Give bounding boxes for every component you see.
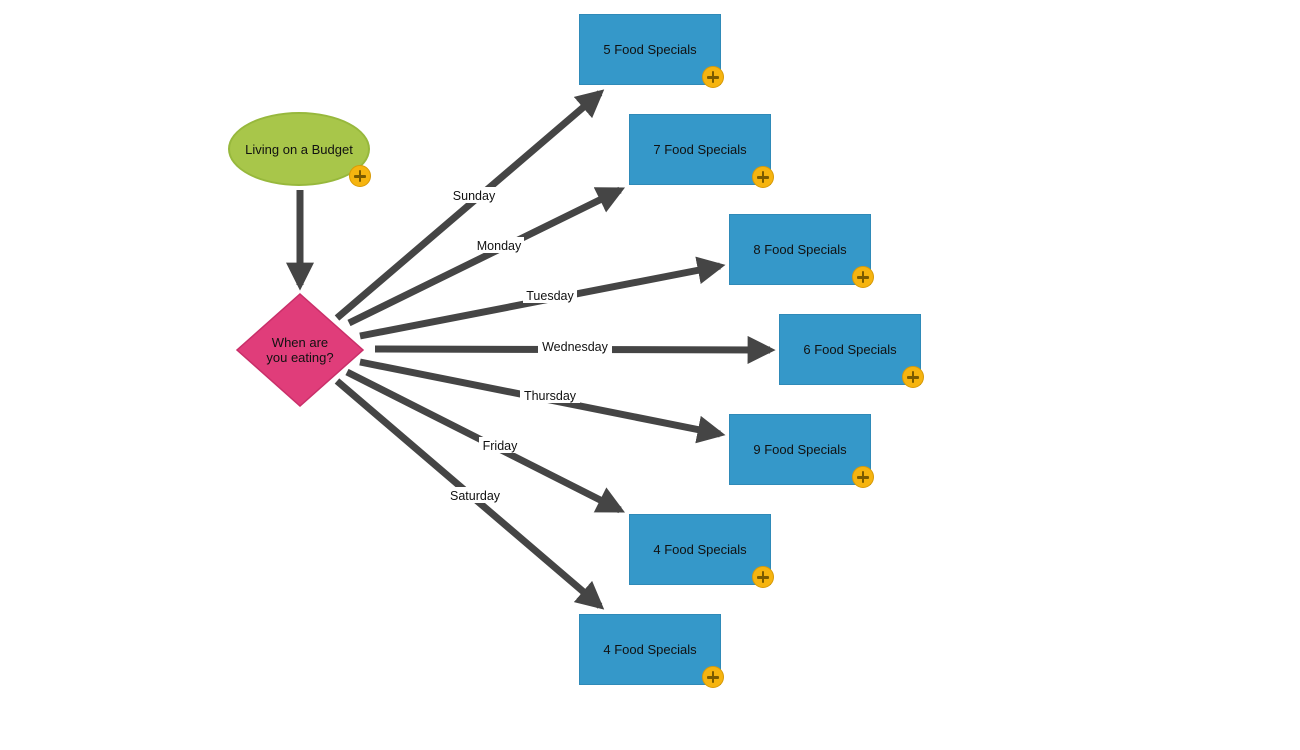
- edge-sunday[interactable]: [334, 89, 605, 321]
- target-node-monday[interactable]: 7 Food Specials: [629, 114, 771, 185]
- edge-monday[interactable]: [347, 186, 626, 327]
- add-after-friday-button[interactable]: [752, 566, 774, 588]
- target-node-thursday[interactable]: 9 Food Specials: [729, 414, 871, 485]
- edge-label-wednesday: Wednesday: [538, 338, 612, 354]
- target-node-label: 5 Food Specials: [603, 42, 697, 57]
- target-node-label: 6 Food Specials: [803, 342, 897, 357]
- add-after-sunday-button[interactable]: [702, 66, 724, 88]
- edge-label-thursday: Thursday: [520, 387, 580, 403]
- target-node-saturday[interactable]: 4 Food Specials: [579, 614, 721, 685]
- svg-text:Thursday: Thursday: [524, 389, 577, 403]
- target-node-friday[interactable]: 4 Food Specials: [629, 514, 771, 585]
- edge-label-friday: Friday: [479, 437, 521, 453]
- start-node[interactable]: Living on a Budget: [228, 112, 370, 186]
- target-node-label: 4 Food Specials: [653, 542, 747, 557]
- add-after-wednesday-button[interactable]: [902, 366, 924, 388]
- target-node-label: 4 Food Specials: [603, 642, 697, 657]
- svg-text:Friday: Friday: [483, 439, 518, 453]
- target-node-label: 7 Food Specials: [653, 142, 747, 157]
- svg-text:Tuesday: Tuesday: [526, 289, 574, 303]
- add-after-monday-button[interactable]: [752, 166, 774, 188]
- add-after-tuesday-button[interactable]: [852, 266, 874, 288]
- svg-text:Monday: Monday: [477, 239, 522, 253]
- svg-text:Wednesday: Wednesday: [542, 340, 609, 354]
- target-node-sunday[interactable]: 5 Food Specials: [579, 14, 721, 85]
- edge-label-tuesday: Tuesday: [523, 287, 577, 303]
- decision-diamond-shape: [236, 293, 364, 407]
- start-node-label: Living on a Budget: [245, 141, 353, 157]
- svg-text:Sunday: Sunday: [453, 189, 496, 203]
- add-after-thursday-button[interactable]: [852, 466, 874, 488]
- add-after-start-button[interactable]: [349, 165, 371, 187]
- target-node-wednesday[interactable]: 6 Food Specials: [779, 314, 921, 385]
- edge-label-sunday: Sunday: [450, 187, 498, 203]
- edge-label-saturday: Saturday: [446, 487, 504, 503]
- target-node-label: 8 Food Specials: [753, 242, 847, 257]
- edge-label-monday: Monday: [474, 237, 524, 253]
- target-node-label: 9 Food Specials: [753, 442, 847, 457]
- svg-text:Saturday: Saturday: [450, 489, 501, 503]
- add-after-saturday-button[interactable]: [702, 666, 724, 688]
- target-node-tuesday[interactable]: 8 Food Specials: [729, 214, 871, 285]
